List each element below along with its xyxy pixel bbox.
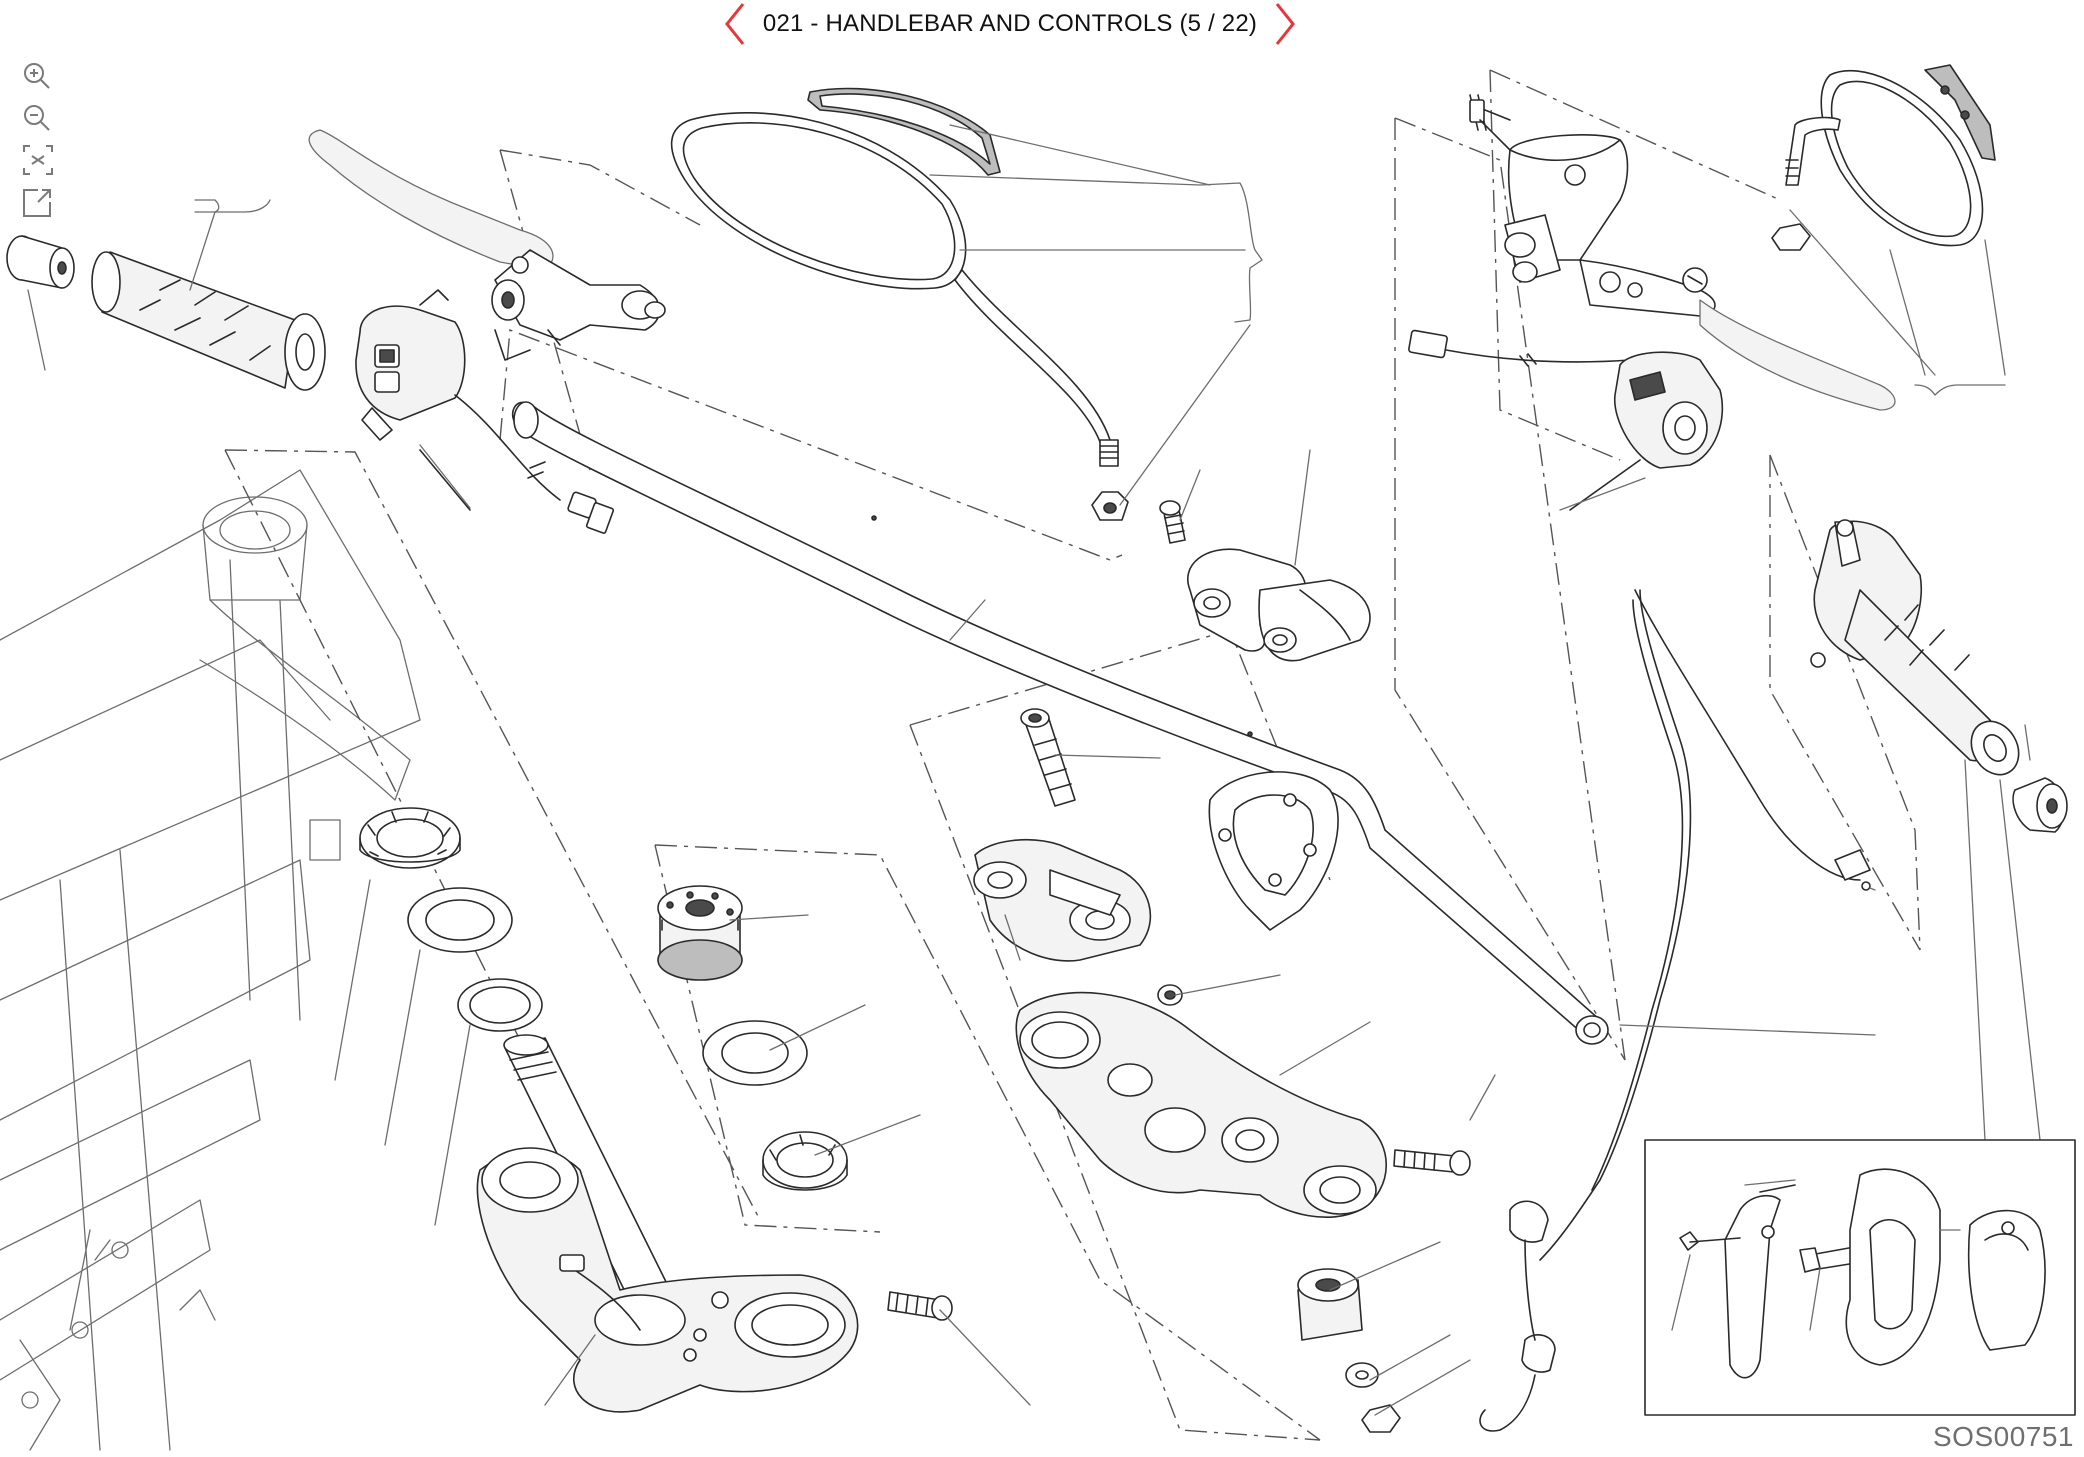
next-page-button[interactable] [1271, 0, 1299, 48]
fit-to-screen-button[interactable] [18, 142, 58, 178]
page-title: 021 - HANDLEBAR AND CONTROLS (5 / 22) [762, 10, 1258, 37]
handlebar [511, 401, 1609, 1045]
chevron-left-icon [724, 3, 745, 45]
left-mirror [670, 87, 1129, 521]
handlebar-clamp [1159, 500, 1371, 662]
zoom-out-button[interactable] [18, 100, 58, 136]
chevron-right-icon [1275, 3, 1296, 45]
drawing-code: SOS00751 [1933, 1421, 2074, 1452]
zoom-toolbar [18, 58, 62, 226]
frame-drawing [0, 469, 421, 1451]
bearing-parts [657, 885, 848, 1191]
fullscreen-button[interactable] [18, 184, 58, 220]
page-title-bar: 021 - HANDLEBAR AND CONTROLS (5 / 22) [690, 0, 1330, 48]
zoom-out-icon [24, 105, 50, 131]
prev-page-button[interactable] [721, 0, 749, 48]
zoom-in-button[interactable] [18, 58, 58, 94]
zoom-in-icon [24, 63, 50, 89]
fullscreen-icon [23, 189, 51, 217]
right-controls [1408, 64, 2068, 1432]
left-grip-assembly [6, 129, 666, 534]
leader-lines [27, 124, 2041, 1416]
fit-icon [23, 145, 53, 175]
upper-triple-clamp [973, 708, 1471, 1433]
steering-head-parts [359, 807, 953, 1413]
detail-inset [1644, 1139, 2076, 1416]
